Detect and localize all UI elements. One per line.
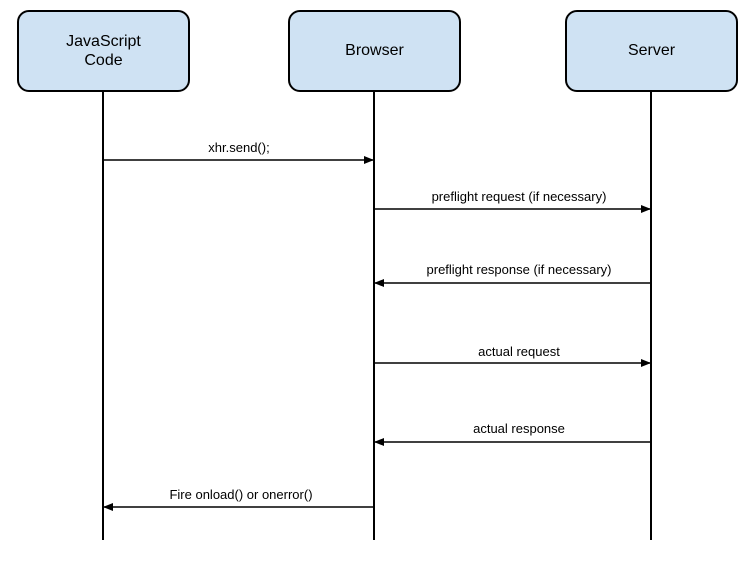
message-label-fire-onload: Fire onload() or onerror() [169,487,313,502]
message-label-actual-request: actual request [478,344,560,359]
message-label-preflight-request: preflight request (if necessary) [431,189,607,204]
message-label-actual-response: actual response [473,421,565,436]
message-label-preflight-response: preflight response (if necessary) [426,262,612,277]
actor-javascript-code: JavaScript Code [17,10,190,92]
actor-browser: Browser [288,10,461,92]
message-label-xhr-send: xhr.send(); [208,140,270,155]
actor-server: Server [565,10,738,92]
